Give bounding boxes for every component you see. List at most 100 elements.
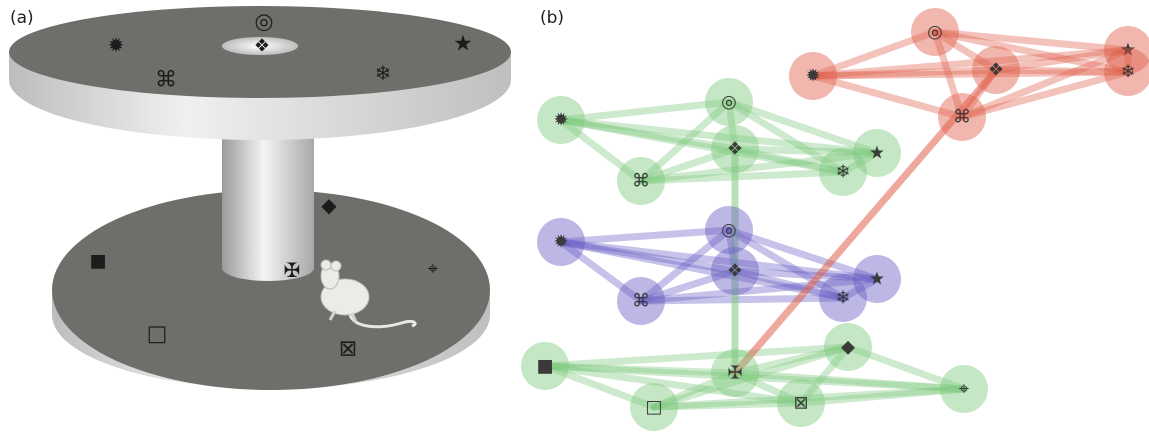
green-lower-edge — [541, 343, 852, 370]
red-edge — [931, 28, 966, 121]
graph-nodes: ✹◎❖★⌘❄✹◎❖★⌘❄✹◎❖★⌘❄■✠◆⌖□⊠ — [521, 8, 1149, 431]
blue-node — [705, 206, 753, 254]
square-x-icon: ⊠ — [339, 337, 357, 362]
maltese-cross-icon: ✠ — [284, 258, 301, 282]
cog-icon: ✹ — [553, 232, 568, 253]
upper-platform-hole — [222, 37, 298, 55]
green-lower-edge — [650, 369, 739, 411]
blue-node — [819, 274, 867, 322]
red-edge — [958, 46, 1132, 121]
green-lower-edge — [650, 343, 852, 411]
command-icon: ⌘ — [632, 291, 650, 312]
red-node — [911, 8, 959, 56]
diagonal-connector — [731, 66, 1000, 377]
red-node — [789, 52, 837, 100]
blue-edge — [637, 267, 739, 305]
red-edge — [809, 72, 966, 121]
green-lower-edge — [731, 369, 968, 393]
green-lower-edge — [650, 385, 968, 411]
star-disc-icon: ★ — [869, 143, 885, 164]
red-edge — [809, 46, 1132, 80]
green-lower-edge — [844, 343, 968, 393]
green-upper-edge — [731, 145, 881, 157]
green-upper-node — [537, 96, 585, 144]
four-diamond-icon: ❖ — [988, 60, 1004, 81]
green-upper-edge — [637, 145, 739, 185]
blue-edge — [839, 275, 881, 302]
crosshair-icon: ⌖ — [959, 379, 969, 400]
blue-edge — [725, 226, 881, 283]
red-edge — [931, 28, 1000, 74]
green-upper-edge — [557, 116, 881, 157]
red-node — [1104, 26, 1149, 74]
green-lower-edge — [731, 343, 852, 377]
blue-edge — [731, 267, 847, 302]
red-edge — [809, 68, 1132, 80]
green-lower-edge — [650, 399, 805, 411]
green-lower-edge — [731, 369, 805, 407]
blue-edge — [637, 294, 847, 305]
red-edge — [809, 28, 939, 80]
blue-edge — [557, 238, 739, 275]
blue-edge — [637, 226, 733, 305]
red-edge — [931, 28, 1132, 54]
green-lower-node — [824, 323, 872, 371]
four-diamond-icon: ❖ — [727, 261, 743, 282]
green-lower-edge — [541, 362, 739, 377]
square-x-icon: ⊠ — [793, 393, 808, 414]
green-upper-edge — [637, 98, 733, 185]
green-lower-edge — [541, 362, 658, 411]
blue-node — [711, 247, 759, 295]
blue-node — [537, 218, 585, 266]
apparatus-illustration: ✹◎❖★⌘❄◆■✠⌖□⊠ — [9, 6, 511, 390]
crosshair-icon: ⌖ — [428, 259, 438, 280]
blue-node — [853, 255, 901, 303]
red-edge — [958, 68, 1132, 121]
command-icon: ⌘ — [953, 107, 971, 128]
green-upper-node — [617, 157, 665, 205]
snowflake-icon: ❄ — [1120, 62, 1135, 83]
green-upper-edge — [637, 149, 881, 185]
red-edge — [809, 66, 1000, 80]
blue-edge — [557, 238, 847, 302]
green-lower-edge — [797, 343, 852, 407]
target-icon: ◎ — [254, 10, 273, 35]
green-lower-node — [940, 365, 988, 413]
green-lower-node — [711, 349, 759, 397]
green-upper-node — [705, 78, 753, 126]
star-disc-icon: ★ — [1120, 40, 1136, 61]
green-upper-edge — [725, 98, 881, 157]
command-icon: ⌘ — [155, 68, 177, 93]
square-open-icon: □ — [147, 322, 168, 347]
green-upper-node — [711, 125, 759, 173]
green-lower-node — [521, 342, 569, 390]
four-diamond-icon: ❖ — [254, 36, 270, 57]
cog-icon: ✹ — [553, 110, 568, 131]
network-graph: ✹◎❖★⌘❄✹◎❖★⌘❄✹◎❖★⌘❄■✠◆⌖□⊠ — [521, 8, 1149, 431]
blue-edge — [637, 275, 881, 305]
blue-edge — [731, 267, 881, 283]
green-upper-edge — [557, 116, 739, 153]
green-lower-node — [777, 379, 825, 427]
green-lower-edge — [797, 385, 968, 407]
star-disc-icon: ★ — [869, 269, 885, 290]
green-upper-node — [819, 148, 867, 196]
red-node — [1104, 48, 1149, 96]
cog-icon: ✹ — [108, 33, 125, 57]
green-upper-edge — [637, 168, 847, 185]
green-upper-edge — [839, 149, 881, 176]
green-upper-edge — [731, 145, 847, 176]
graph-edges — [541, 28, 1132, 411]
snowflake-icon: ❄ — [835, 162, 850, 183]
diamond-icon: ◆ — [841, 337, 855, 358]
cog-icon: ✹ — [805, 66, 820, 87]
green-upper-edge — [557, 98, 733, 124]
red-node — [972, 46, 1020, 94]
snowflake-icon: ❄ — [375, 61, 392, 85]
red-edge — [992, 46, 1132, 74]
panel-a-label: (a) — [10, 8, 34, 28]
panel-b-label: (b) — [540, 8, 565, 28]
star-disc-icon: ★ — [453, 32, 473, 57]
lower-platform-surface — [52, 190, 490, 390]
central-column — [222, 130, 314, 281]
